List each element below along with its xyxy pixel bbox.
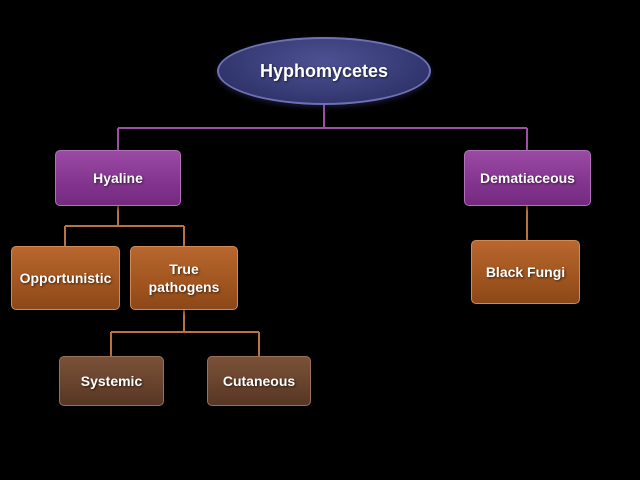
node-cutaneous-label: Cutaneous (222, 373, 296, 389)
node-true-pathogens-line1: True (169, 261, 199, 277)
node-black-fungi-label: Black Fungi (485, 264, 566, 280)
node-black-fungi: Black Fungi (471, 240, 580, 304)
node-opportunistic-label: Opportunistic (19, 270, 112, 286)
node-hyaline-label: Hyaline (93, 170, 143, 186)
sub-connectors (64, 206, 528, 356)
node-cutaneous: Cutaneous (207, 356, 311, 406)
node-hyaline: Hyaline (55, 150, 181, 206)
node-systemic-label: Systemic (80, 373, 143, 389)
node-systemic: Systemic (59, 356, 164, 406)
node-opportunistic: Opportunistic (11, 246, 120, 310)
root-node-hyphomycetes: Hyphomycetes (217, 37, 431, 105)
node-dematiaceous-label: Dematiaceous (480, 170, 575, 186)
node-true-pathogens-text: True pathogens (149, 260, 220, 296)
node-true-pathogens-line2: pathogens (148, 279, 220, 295)
root-node-label: Hyphomycetes (259, 61, 389, 81)
node-true-pathogens: True pathogens (130, 246, 238, 310)
node-dematiaceous: Dematiaceous (464, 150, 591, 206)
root-connectors (117, 105, 528, 150)
